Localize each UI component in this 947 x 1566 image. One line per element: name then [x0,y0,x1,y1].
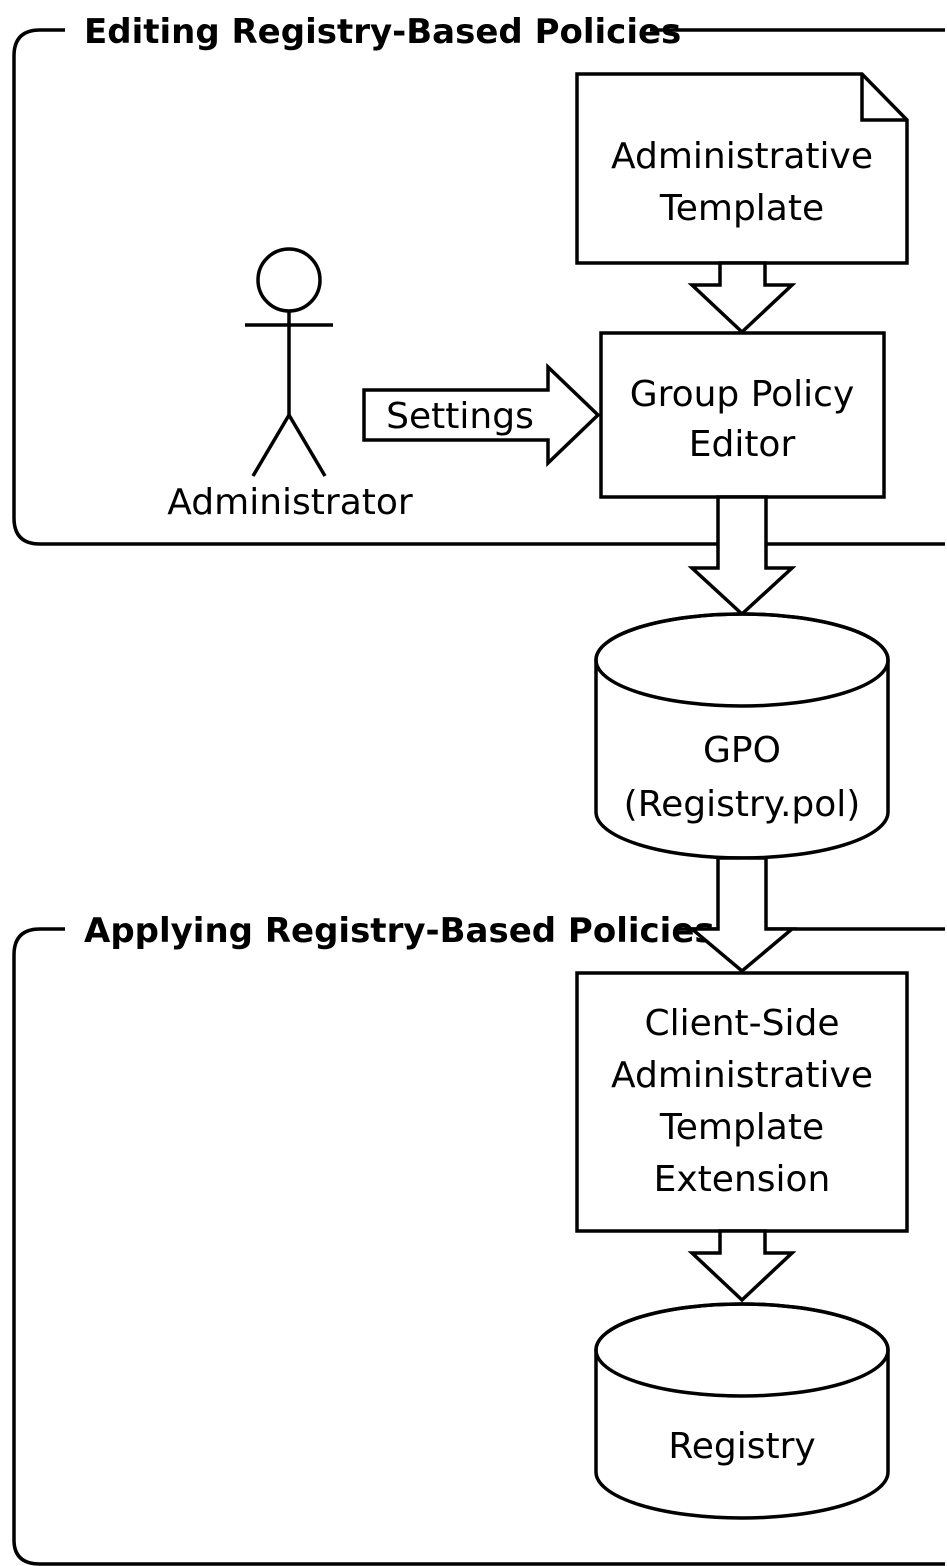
cse-label-line4: Extension [654,1159,831,1200]
administrative-template-document [575,72,909,265]
editing-section-title: Editing Registry-Based Policies [84,12,681,52]
administrator-figure-icon [245,247,333,477]
gpo-to-cse-arrow [687,856,797,974]
administrator-label: Administrator [167,482,413,523]
administrative-template-label-line1: Administrative [611,136,873,177]
cse-label-line2: Administrative [611,1055,873,1096]
gpo-database-icon [594,612,890,860]
editing-section-frame [12,28,945,546]
cse-label-line1: Client-Side [644,1003,839,1044]
applying-section-title: Applying Registry-Based Policies [84,911,715,951]
gpo-label-line1: GPO [703,730,781,771]
template-to-editor-arrow [687,261,797,335]
group-policy-editor-box [599,331,886,499]
cse-to-registry-arrow [687,1229,797,1303]
client-side-extension-box [575,971,909,1233]
gpo-label-line2: (Registry.pol) [624,784,861,825]
cse-label-line3: Template [659,1107,824,1148]
settings-arrow-label: Settings [386,396,534,437]
editor-to-gpo-arrow [687,495,797,617]
applying-section-frame [12,927,945,1566]
group-policy-editor-label-line1: Group Policy [630,374,855,415]
registry-label: Registry [668,1426,815,1467]
group-policy-editor-label-line2: Editor [689,424,796,465]
registry-database-icon [594,1302,890,1520]
settings-arrow [362,362,601,468]
administrative-template-label-line2: Template [659,188,824,229]
document-folded-corner [860,74,907,122]
